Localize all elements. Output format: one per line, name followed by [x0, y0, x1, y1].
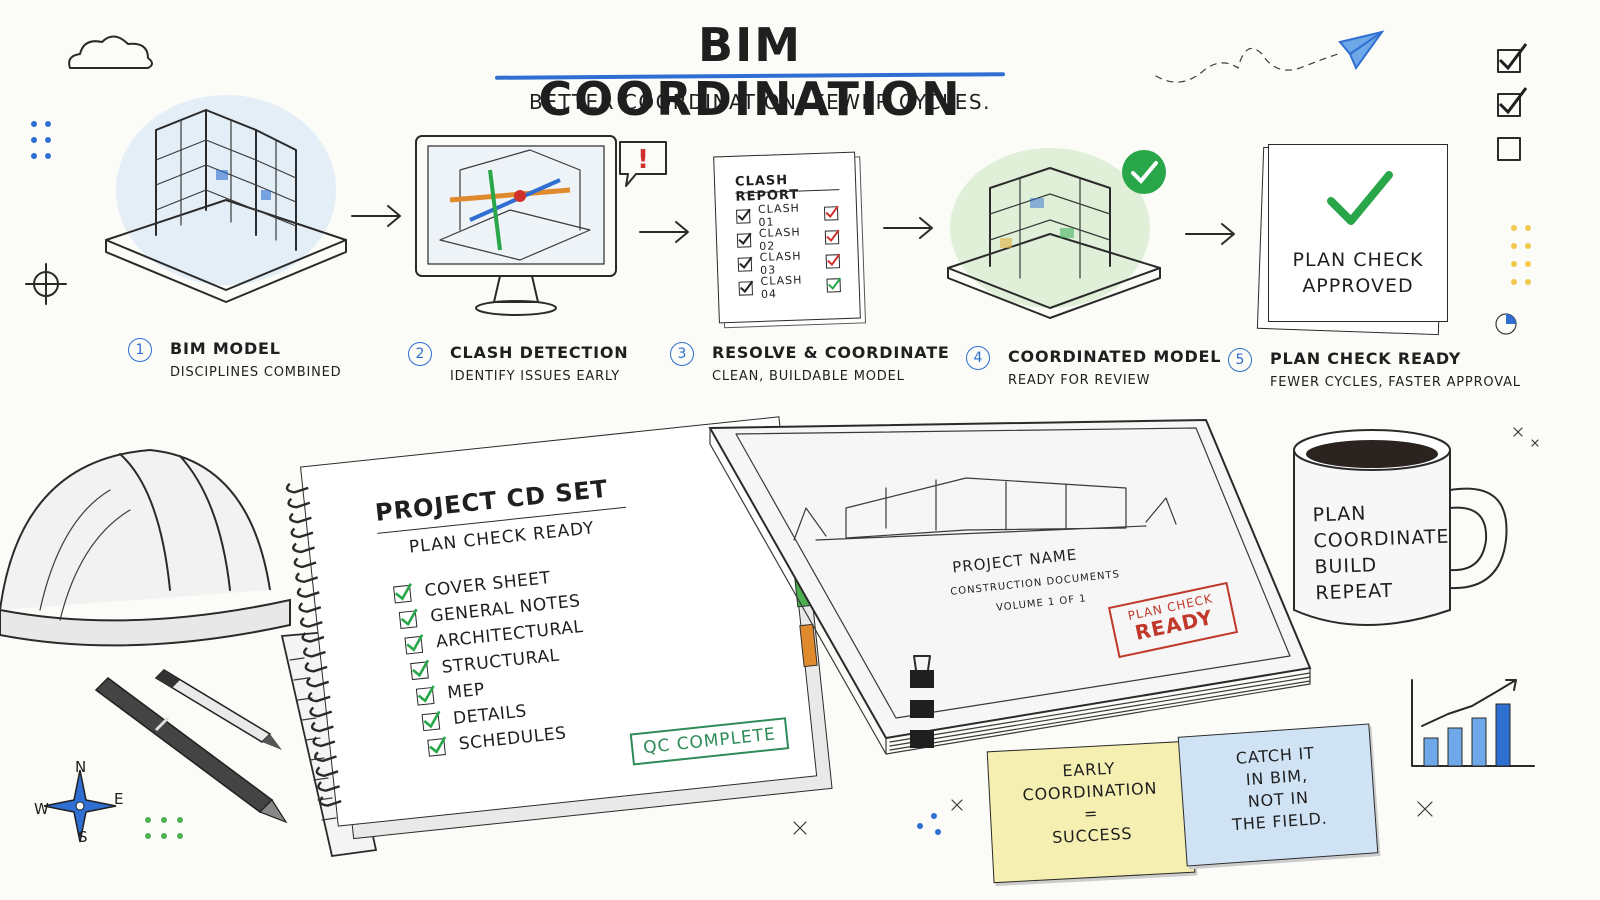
- monitor-clash-illustration: [415, 135, 617, 316]
- page-subtitle: BETTER COORDINATION. FEWER CYCLES.: [529, 90, 991, 114]
- step-description: CLEAN, BUILDABLE MODEL: [712, 369, 905, 384]
- blue-dots-decoration: [917, 799, 963, 835]
- notebook: PROJECT CD SET PLAN CHECK READY COVER SH…: [285, 415, 833, 840]
- growth-chart-icon: [1411, 679, 1535, 767]
- pie-chart-icon: [1495, 313, 1517, 335]
- notebook-checklist-item: DETAILS: [421, 692, 593, 736]
- sparkle-decoration: [1513, 427, 1539, 447]
- step-description: DISCIPLINES COMBINED: [170, 365, 342, 380]
- clash-label: CLASH 04: [760, 273, 803, 301]
- compass-w: W: [34, 800, 50, 818]
- green-checkbox-icon: [421, 710, 441, 731]
- checkbox-checked-icon: [737, 256, 753, 272]
- step-title: COORDINATED MODEL: [1008, 347, 1222, 366]
- approval-line2: APPROVED: [1302, 275, 1414, 297]
- arrow-right-icon: [883, 217, 933, 239]
- pencil-illustration: [154, 669, 282, 750]
- compass-n: N: [75, 758, 88, 776]
- green-checkbox-icon: [398, 608, 418, 629]
- arrow-right-icon: [639, 221, 689, 243]
- coordinated-model-illustration: [947, 148, 1161, 319]
- check-circle-icon: [1122, 150, 1166, 194]
- green-checkbox-icon: [392, 582, 412, 603]
- notebook-checklist-item: STRUCTURAL: [410, 640, 588, 684]
- step-number: 2: [408, 342, 432, 366]
- big-checkmark-icon: [1327, 171, 1393, 225]
- alert-speech-bubble-icon: !: [619, 141, 667, 187]
- step-description: READY FOR REVIEW: [1008, 373, 1151, 388]
- arrow-right-icon: [1185, 223, 1235, 245]
- notebook-checklist-item: COVER SHEET: [392, 562, 580, 607]
- notebook-checklist-item: SCHEDULES: [427, 717, 596, 760]
- mug-text-line: COORDINATE: [1313, 525, 1450, 553]
- red-flag-check-icon: [823, 205, 839, 221]
- sparkle-decoration: [793, 821, 807, 835]
- step-title: RESOLVE & COORDINATE: [712, 343, 950, 362]
- checkbox-checked-icon: [736, 208, 751, 224]
- spiral-binding: [285, 482, 342, 807]
- clash-item: CLASH 01: [736, 201, 839, 229]
- step-number: 4: [966, 346, 990, 370]
- pen-illustration: [94, 677, 288, 824]
- cloud-icon: [68, 35, 153, 69]
- checkbox-checked-icon: [736, 232, 752, 248]
- step-number: 5: [1228, 348, 1252, 372]
- checklist-icon: [1497, 43, 1528, 161]
- clash-item: CLASH 04: [738, 273, 842, 301]
- bim-model-illustration: [105, 95, 347, 303]
- step-title: PLAN CHECK READY: [1270, 349, 1462, 368]
- step-description: FEWER CYCLES, FASTER APPROVAL: [1270, 375, 1521, 390]
- compass-rose-icon: [43, 769, 117, 843]
- green-checkbox-icon: [415, 684, 435, 706]
- compass-s: S: [78, 828, 89, 846]
- green-dots-decoration: [145, 817, 183, 839]
- compass-e: E: [114, 790, 125, 808]
- crosshair-icon: [25, 263, 67, 305]
- paper-plane-icon: [1155, 30, 1385, 83]
- step-description: IDENTIFY ISSUES EARLY: [450, 369, 620, 384]
- green-checkbox-icon: [410, 659, 430, 680]
- notebook-checklist-item: ARCHITECTURAL: [404, 614, 585, 659]
- clash-item: CLASH 03: [737, 249, 841, 277]
- dots-decoration: [31, 121, 51, 159]
- svg-text:!: !: [637, 145, 649, 175]
- green-checkbox-icon: [404, 633, 424, 655]
- page-title: BIM COORDINATION: [538, 18, 962, 126]
- step-number: 3: [670, 342, 694, 366]
- coffee-mug-illustration: [1293, 429, 1508, 626]
- notebook-checklist-item: GENERAL NOTES: [398, 588, 582, 633]
- step-title: CLASH DETECTION: [450, 343, 629, 362]
- red-flag-check-icon: [824, 229, 840, 245]
- binder-clips: [910, 655, 934, 748]
- drawing-set-stack: [708, 418, 1312, 755]
- drawing-set: PROJECT NAME CONSTRUCTION DOCUMENTS VOLU…: [706, 418, 1316, 755]
- step-number: 1: [128, 338, 152, 362]
- resolved-check-icon: [826, 277, 842, 293]
- clash-item: CLASH 02: [736, 225, 840, 253]
- clash-report-title: CLASH REPORT: [734, 172, 800, 205]
- yellow-dots-decoration: [1511, 225, 1531, 285]
- notebook-item-label: MEP: [446, 679, 486, 704]
- checkbox-checked-icon: [738, 280, 754, 296]
- notebook-checklist-item: MEP: [415, 666, 590, 710]
- sparkle-decoration: [1417, 801, 1433, 817]
- approval-line1: PLAN CHECK: [1292, 249, 1424, 271]
- green-checkbox-icon: [427, 735, 447, 757]
- arrow-right-icon: [351, 205, 401, 227]
- mug-text-line: REPEAT: [1315, 579, 1394, 605]
- approval-sheet: PLAN CHECK APPROVED: [1268, 144, 1448, 322]
- step-title: BIM MODEL: [170, 339, 281, 358]
- hard-hat-illustration: [0, 448, 291, 647]
- red-flag-check-icon: [825, 253, 841, 269]
